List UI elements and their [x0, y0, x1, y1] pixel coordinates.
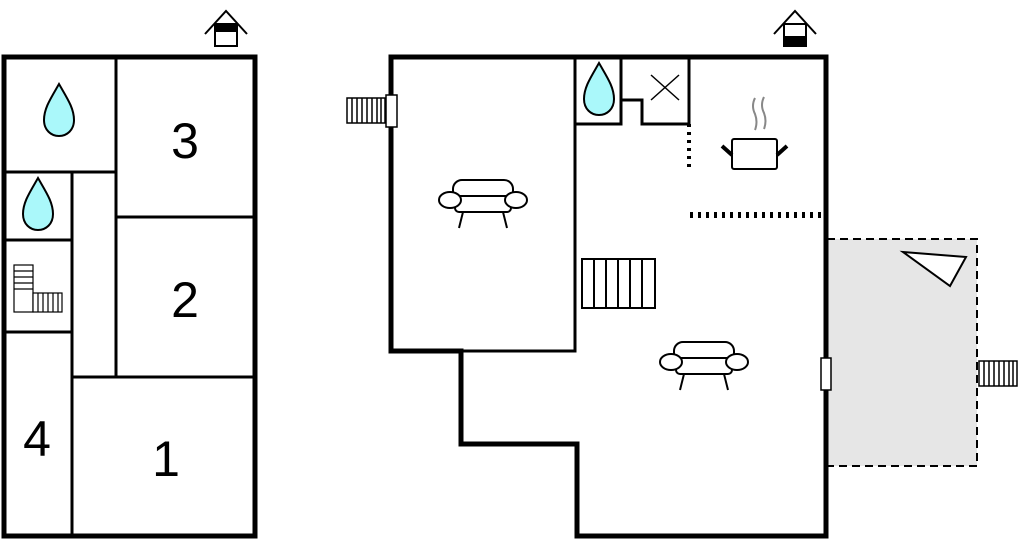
- door-icon: [820, 357, 832, 391]
- door-icon: [385, 94, 398, 128]
- terrace-arrow-icon: [899, 250, 968, 288]
- room-label-3: 3: [171, 113, 199, 169]
- stairs-icon: [581, 258, 656, 309]
- upper-interior-walls: [4, 57, 255, 536]
- room-label-2: 2: [171, 272, 199, 328]
- stairs-icon: [13, 264, 63, 313]
- ground-floor-plan: [346, 10, 1018, 539]
- cross-icon: [650, 74, 680, 101]
- cooking-pot-icon: [720, 96, 789, 170]
- room-label-1: 1: [152, 431, 180, 487]
- steps-icon: [346, 97, 386, 124]
- ground-interior-walls: [461, 57, 824, 353]
- house-upper-icon: [204, 10, 248, 47]
- house-ground-icon: [773, 10, 817, 47]
- room-label-4: 4: [23, 411, 51, 467]
- upper-floor-plan: 3 2 4 1: [1, 10, 258, 539]
- steps-icon: [978, 360, 1018, 387]
